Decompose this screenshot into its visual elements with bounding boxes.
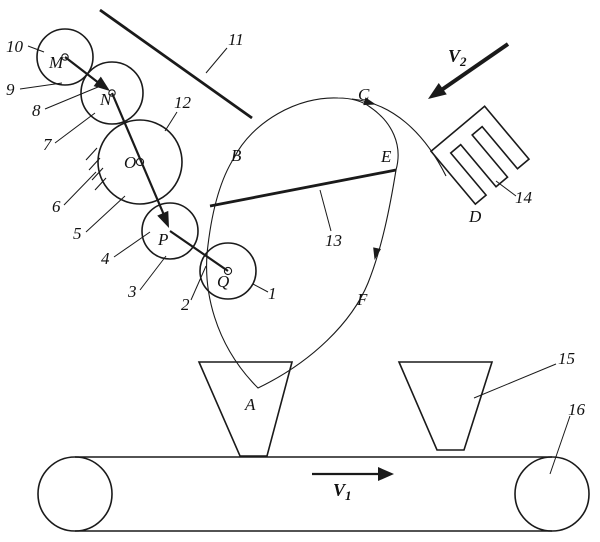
leader-lines xyxy=(19,45,571,475)
leader-6 xyxy=(63,171,97,206)
leader-2 xyxy=(190,265,207,301)
leader-7 xyxy=(54,112,96,144)
label-v2: V2 xyxy=(448,46,467,69)
label-8: 8 xyxy=(32,101,41,120)
roller-N xyxy=(80,61,144,125)
v2-arrow-head-icon xyxy=(428,82,447,99)
label-P: P xyxy=(157,230,168,249)
roller-chain xyxy=(36,28,257,300)
label-3: 3 xyxy=(127,282,137,301)
lever-13 xyxy=(209,168,397,208)
leader-3 xyxy=(139,255,167,291)
roller-P xyxy=(141,202,199,260)
curve-arrow-F-icon xyxy=(373,247,381,260)
leader-8 xyxy=(44,86,99,110)
label-N: N xyxy=(99,90,113,109)
label-F: F xyxy=(356,290,368,309)
label-A: A xyxy=(244,395,256,414)
rod-arrow-P-icon xyxy=(157,210,169,228)
label-C: C xyxy=(358,85,370,104)
v2-sub: 2 xyxy=(459,54,467,69)
pivot-Q-icon xyxy=(223,266,233,276)
leader-5 xyxy=(85,195,126,233)
leader-11 xyxy=(205,47,228,74)
label-14: 14 xyxy=(515,188,533,207)
connecting-rods xyxy=(64,56,229,272)
conveyor-belt xyxy=(37,456,590,532)
label-15: 15 xyxy=(558,349,575,368)
leader-16 xyxy=(549,415,571,475)
label-2: 2 xyxy=(181,295,190,314)
point-labels: M N O P Q A B C D E F xyxy=(48,53,482,414)
label-16: 16 xyxy=(568,400,586,419)
label-Q: Q xyxy=(217,272,229,291)
label-1: 1 xyxy=(268,284,277,303)
curve-arrow-C-icon xyxy=(363,97,376,106)
number-labels: 1 2 3 4 5 6 7 8 9 10 11 12 13 14 15 16 xyxy=(6,30,586,419)
label-11: 11 xyxy=(228,30,244,49)
lever-11 xyxy=(99,8,253,120)
v1-sub: 1 xyxy=(345,488,352,503)
leader-12 xyxy=(164,111,178,132)
label-5: 5 xyxy=(73,224,82,243)
label-9: 9 xyxy=(6,80,15,99)
label-4: 4 xyxy=(101,249,110,268)
label-7: 7 xyxy=(43,135,53,154)
leader-10 xyxy=(27,45,45,53)
roller-Q xyxy=(199,242,257,300)
belt-velocity-arrow xyxy=(312,467,394,481)
label-6: 6 xyxy=(52,197,61,216)
comb-14 xyxy=(429,105,531,206)
rod-arrow-N-icon xyxy=(93,76,110,91)
comb-outline xyxy=(429,105,531,206)
roller-M xyxy=(36,28,94,86)
label-12: 12 xyxy=(174,93,192,112)
belt-right-roller xyxy=(514,456,590,532)
label-13: 13 xyxy=(325,231,342,250)
v1-base: V xyxy=(333,480,347,500)
ground-hatching-icon xyxy=(85,147,107,191)
label-O: O xyxy=(124,153,136,172)
pivot-M-icon xyxy=(61,53,69,61)
leader-13 xyxy=(319,189,332,232)
left-funnel xyxy=(197,361,294,457)
funnels xyxy=(197,361,494,457)
trajectory-loop xyxy=(206,97,399,389)
rod-N-P xyxy=(110,92,166,216)
leader-1 xyxy=(252,283,269,293)
label-v1: V1 xyxy=(333,480,352,503)
right-funnel xyxy=(397,361,494,451)
label-M: M xyxy=(48,53,64,72)
feed-velocity-arrow xyxy=(428,42,510,99)
label-E: E xyxy=(380,147,392,166)
leader-4 xyxy=(113,231,151,258)
v1-arrow-head-icon xyxy=(378,467,394,481)
trajectory-branch-to-D xyxy=(351,98,447,177)
label-B: B xyxy=(231,146,242,165)
leader-14 xyxy=(495,180,517,197)
leader-15 xyxy=(473,363,557,399)
leader-9 xyxy=(19,82,63,90)
roller-O xyxy=(97,119,183,205)
rod-P-Q xyxy=(169,230,229,272)
v2-arrow-shaft xyxy=(438,42,510,93)
label-10: 10 xyxy=(6,37,24,56)
label-D: D xyxy=(468,207,482,226)
belt-left-roller xyxy=(37,456,113,532)
pivot-N-icon xyxy=(108,89,116,97)
v2-base: V xyxy=(448,46,462,66)
